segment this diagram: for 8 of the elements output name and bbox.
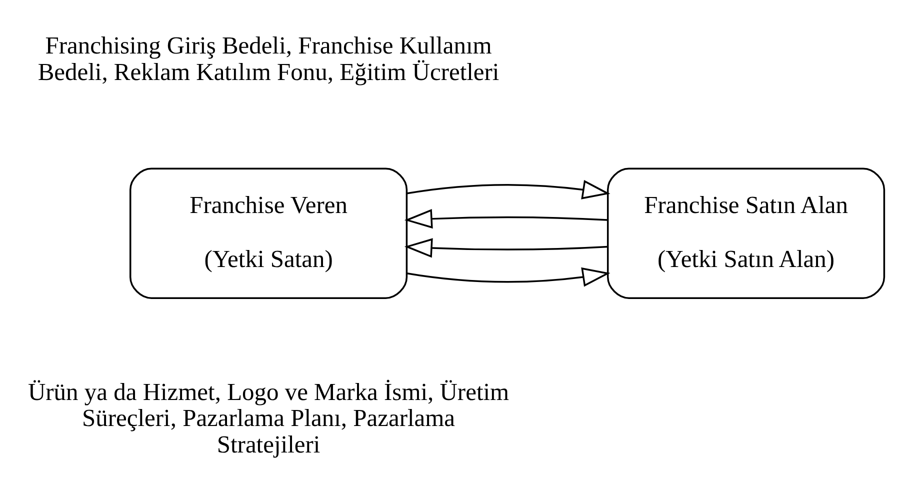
label: Ürün ya da Hizmet, Logo ve Marka İsmi, Üretim Süreçleri, Pazarlama Planı, Pazarlama Stratejileri [28, 378, 510, 458]
arrow [404, 238, 608, 258]
node-box: Franchise Satın Alan (Yetki Satın Alan) [606, 167, 886, 298]
node-box: Franchise Veren (Yetki Satan) [130, 167, 408, 298]
label: Franchising Giriş Bedeli, Franchise Kullanım Bedeli, Reklam Katılım Fonu, Eğitim Ücretleri [38, 32, 500, 86]
arrow [404, 208, 608, 228]
arrow [406, 266, 610, 286]
arrow [406, 179, 610, 199]
